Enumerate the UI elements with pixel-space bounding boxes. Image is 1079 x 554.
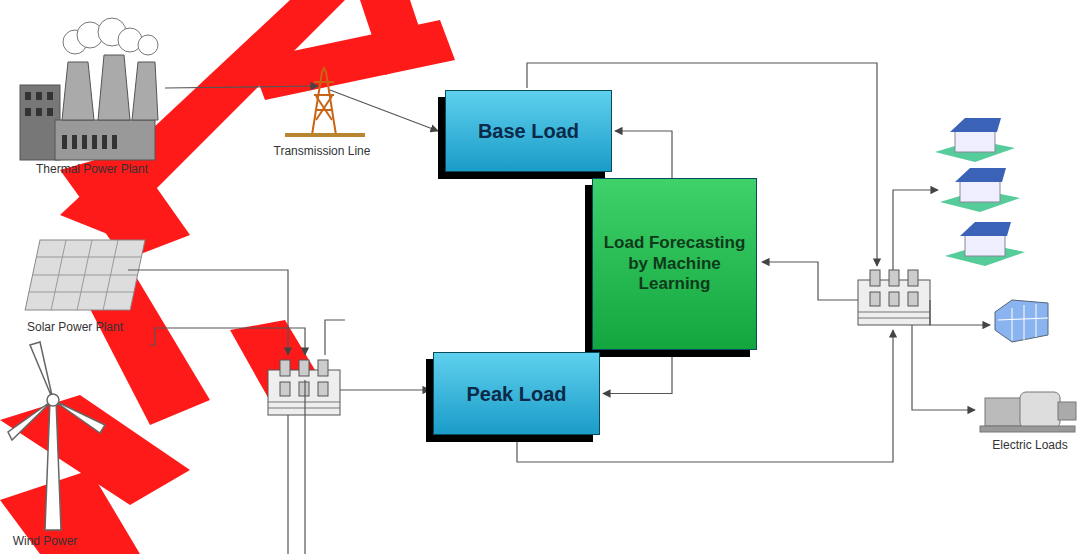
- thermal-plant: [20, 18, 158, 160]
- caption-label: Transmission Line: [274, 144, 371, 158]
- transmission-tower: [285, 68, 365, 135]
- load-box: Peak Load: [433, 352, 600, 435]
- building: [995, 300, 1048, 342]
- connector-arrow: [603, 350, 672, 394]
- solar-panel: [25, 240, 145, 310]
- node-label: Peak Load: [466, 382, 566, 406]
- node-label: Load Forecasting by Machine Learning: [603, 233, 746, 294]
- connector-arrow: [615, 131, 672, 178]
- house: [935, 118, 1025, 266]
- process-box: Load Forecasting by Machine Learning: [592, 178, 757, 350]
- wind-turbine: [8, 342, 105, 530]
- transformer: [858, 270, 930, 325]
- caption-label: Electric Loads: [992, 438, 1067, 452]
- wire: [128, 63, 990, 554]
- node-label: Base Load: [478, 119, 579, 143]
- watermark: [0, 0, 455, 554]
- caption-label: Thermal Power Plant: [36, 162, 148, 176]
- caption-label: Solar Power Plant: [27, 320, 123, 334]
- electric-machine: [980, 392, 1076, 432]
- caption-label: Wind Power: [13, 534, 78, 548]
- load-box: Base Load: [445, 90, 612, 172]
- transformer: [268, 360, 340, 415]
